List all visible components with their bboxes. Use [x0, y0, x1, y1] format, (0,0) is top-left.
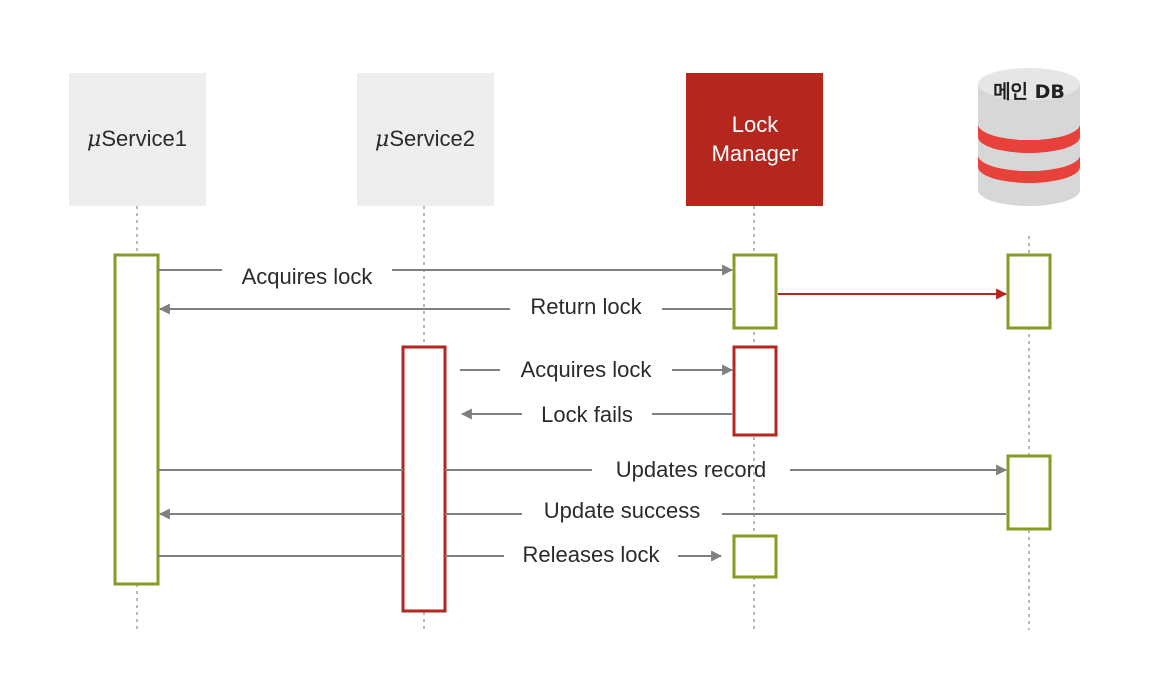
mu-symbol: μ	[87, 127, 101, 152]
message-label: Return lock	[530, 294, 642, 319]
message-acquires-lock-2: Acquires lock	[460, 357, 734, 382]
message-return-lock: Return lock	[158, 294, 732, 319]
messages: Acquires lock Return lock Acquires lock …	[158, 264, 1008, 567]
participant-lock-manager: Lock Manager	[686, 73, 823, 206]
participant-main-db: 메인 DB	[978, 68, 1080, 206]
lock-manager-label-line2: Manager	[712, 141, 799, 166]
activation-main-db-1	[1006, 253, 1052, 330]
activations	[113, 253, 1052, 613]
message-label: Releases lock	[523, 542, 661, 567]
mu-symbol: μ	[375, 127, 389, 152]
participant-label-service1: Service1	[101, 126, 187, 151]
activation-service2	[401, 345, 447, 613]
message-label: Updates record	[616, 457, 766, 482]
svg-text:μService2: μService2	[375, 126, 475, 152]
activation-service1	[113, 253, 160, 586]
lock-manager-label-line1: Lock	[732, 112, 779, 137]
message-updates-record: Updates record	[158, 457, 1008, 482]
activation-lock-manager-2	[732, 345, 778, 437]
message-label: Update success	[544, 498, 701, 523]
message-label: Lock fails	[541, 402, 633, 427]
activation-lock-manager-1	[732, 253, 778, 330]
message-label: Acquires lock	[242, 264, 374, 289]
message-update-success: Update success	[158, 498, 1006, 523]
message-releases-lock: Releases lock	[158, 542, 723, 567]
participant-label-service2: Service2	[389, 126, 475, 151]
activation-main-db-2	[1006, 454, 1052, 531]
participant-label-main-db: 메인 DB	[993, 81, 1065, 103]
svg-text:μService1: μService1	[87, 126, 187, 152]
activation-lock-manager-3	[732, 534, 778, 579]
message-acquires-lock-1: Acquires lock	[158, 264, 734, 289]
participant-service2: μService2	[357, 73, 494, 206]
message-lock-fails: Lock fails	[460, 402, 732, 427]
message-label: Acquires lock	[521, 357, 653, 382]
database-icon	[978, 68, 1080, 206]
participant-service1: μService1	[69, 73, 206, 206]
